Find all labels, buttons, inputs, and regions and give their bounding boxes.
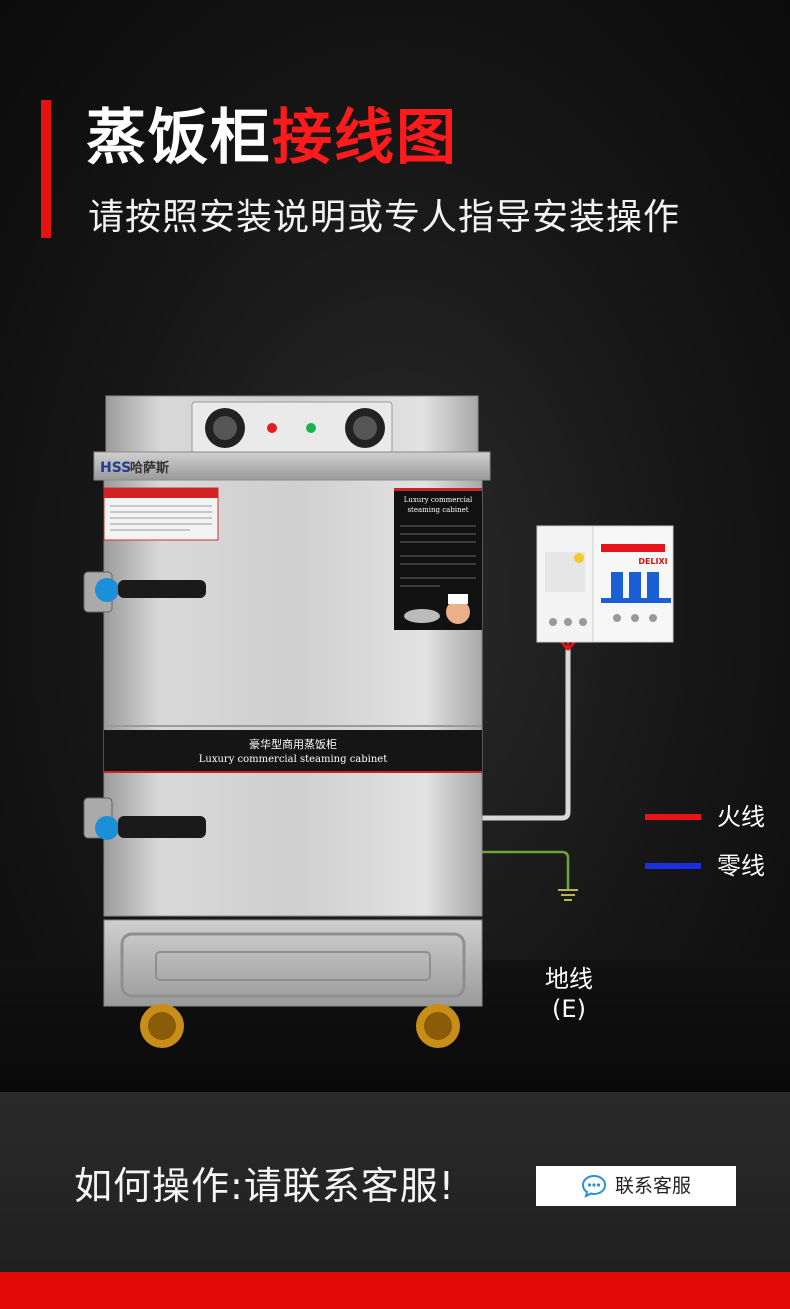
chat-bubble-icon (581, 1174, 606, 1198)
ground-label-code: (E) (552, 995, 586, 1023)
bottom-accent-strip (0, 1272, 790, 1309)
breaker-lever-3 (647, 572, 659, 602)
live-wire-label: 火线 (717, 803, 765, 831)
brand-logo-icon: HSS (100, 460, 131, 476)
lower-handle-knob (95, 816, 119, 840)
upper-handle-knob (95, 578, 119, 602)
page-subtitle: 请按照安装说明或专人指导安装操作 (88, 197, 681, 238)
test-button (574, 553, 584, 563)
work-indicator (306, 423, 316, 433)
steaming-cabinet-illustration: HSS 哈萨斯 Luxury commercial steaming cabin… (83, 395, 491, 1048)
legend-live: 火线 (645, 799, 785, 839)
contact-button-label: 联系客服 (614, 1175, 691, 1197)
contact-support-button[interactable]: 联系客服 (536, 1166, 736, 1206)
panel-title-line2: steaming cabinet (407, 506, 468, 514)
title-highlight: 接线图 (272, 103, 458, 173)
title-main: 蒸饭柜 (86, 103, 272, 173)
breaker-lever-2 (629, 572, 641, 602)
brand-name-text: 哈萨斯 (130, 460, 169, 476)
ground-label-cn: 地线 (545, 965, 593, 993)
lower-door-handle (118, 816, 206, 838)
ground-wire-label: 地线 (E) (532, 964, 606, 1024)
legend-neutral: 零线 (645, 848, 785, 888)
neutral-wire-swatch (645, 863, 701, 869)
upper-door-handle (118, 580, 206, 598)
door-label-en: Luxury commercial steaming cabinet (199, 754, 387, 765)
door-label-cn: 豪华型商用蒸饭柜 (249, 737, 337, 751)
live-wire-swatch (645, 814, 701, 820)
chef-mascot-icon (446, 600, 470, 624)
page-title: 蒸饭柜接线图 (86, 98, 458, 178)
panel-title-line1: Luxury commercial (404, 496, 473, 504)
circuit-breaker-illustration: DELIXI (536, 525, 674, 643)
neutral-wire-label: 零线 (717, 852, 765, 880)
power-indicator (267, 423, 277, 433)
breaker-lever-1 (611, 572, 623, 602)
contact-prompt: 如何操作:请联系客服! (74, 1164, 456, 1208)
title-accent-bar (41, 100, 51, 238)
breaker-brand-text: DELIXI (638, 557, 667, 566)
